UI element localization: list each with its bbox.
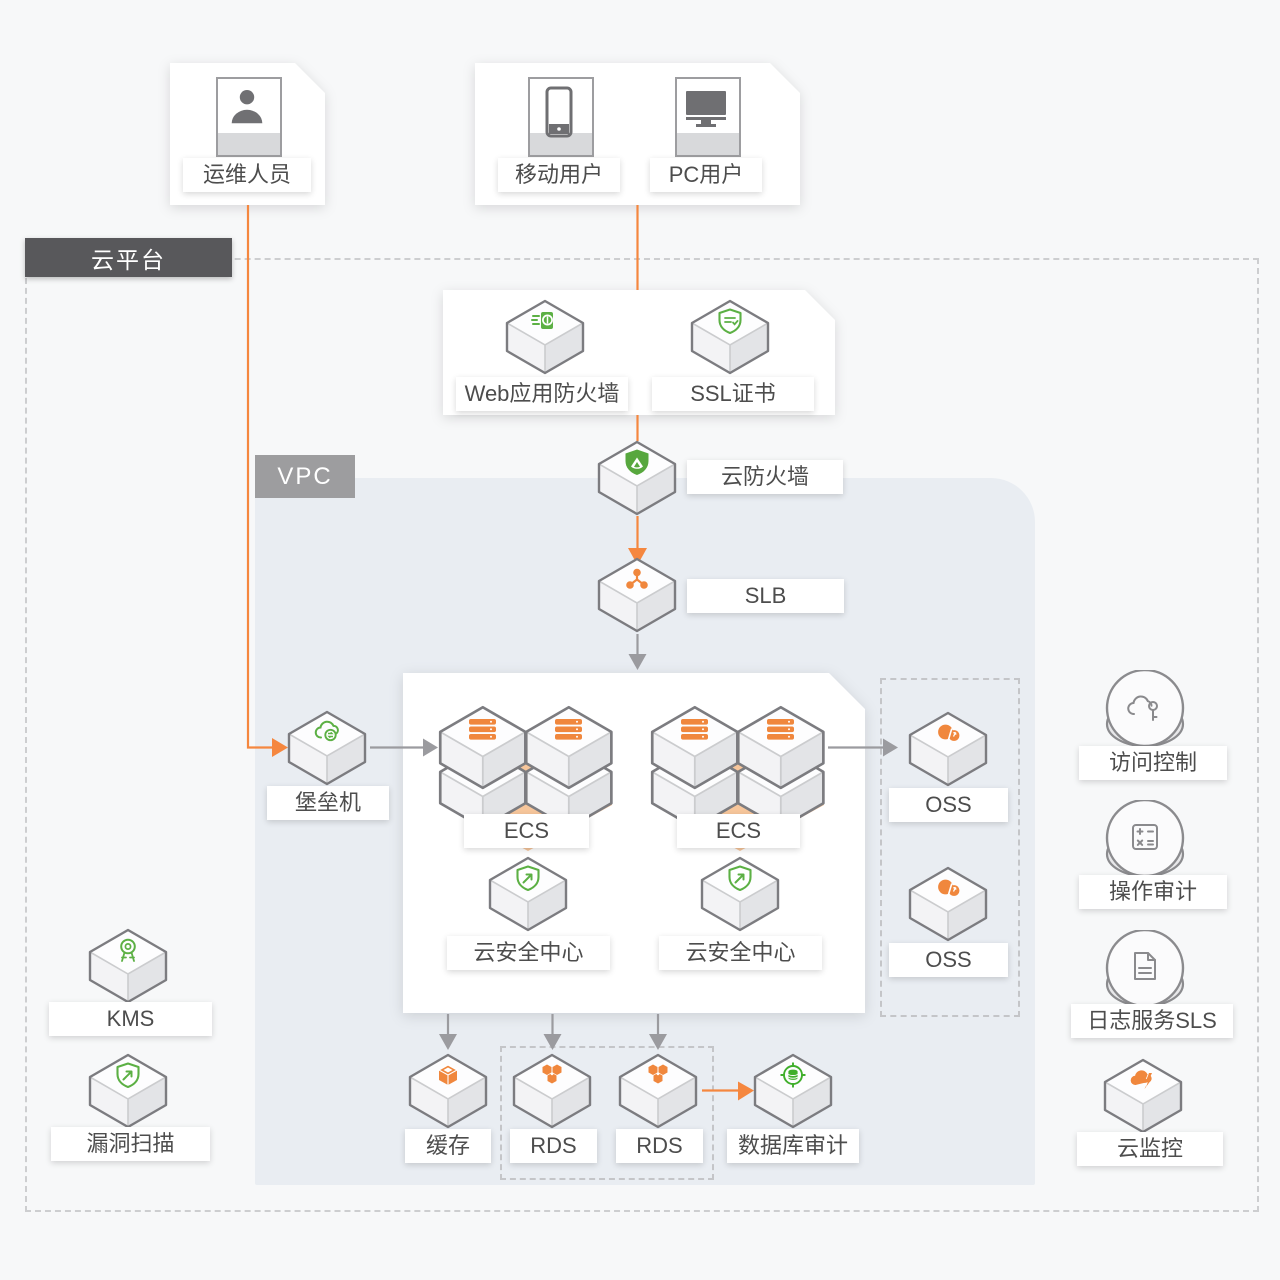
- monitor-icon: [686, 91, 726, 127]
- shield-arrow-icon: [728, 865, 752, 892]
- node-security-center-left: [488, 856, 568, 932]
- label-mobile-user: 移动用户: [498, 158, 620, 192]
- node-bastion: [287, 710, 367, 786]
- node-ram: [1103, 668, 1187, 748]
- person-icon: [231, 90, 263, 124]
- storage-cloud-icon: [937, 878, 961, 897]
- node-sls: [1103, 928, 1187, 1008]
- oss-group-box: [880, 678, 1020, 1017]
- cloud-bolt-icon: [1130, 1070, 1152, 1089]
- node-ssl: [690, 299, 770, 375]
- key-medal-icon: [120, 938, 136, 962]
- label-ecs-left: ECS: [464, 814, 589, 848]
- frame-strip: [218, 133, 280, 155]
- cache-cube-icon: [437, 1064, 459, 1085]
- pc-user-frame: [675, 77, 741, 157]
- frame-strip: [677, 133, 739, 155]
- log-document-icon: [1134, 952, 1156, 980]
- label-db-audit: 数据库审计: [727, 1129, 859, 1163]
- label-cache: 缓存: [405, 1129, 491, 1163]
- node-oss-bottom: [908, 866, 988, 942]
- label-oss-top: OSS: [889, 788, 1008, 822]
- node-actiontrail: [1103, 798, 1187, 878]
- waf-scan-icon: [531, 312, 553, 329]
- label-ops-user: 运维人员: [183, 158, 311, 192]
- label-rds-left: RDS: [510, 1129, 597, 1163]
- cloud-platform-boundary: [25, 258, 1259, 1212]
- server-leds: [702, 720, 790, 738]
- node-cache: [408, 1053, 488, 1129]
- label-pc-user: PC用户: [650, 158, 762, 192]
- label-waf: Web应用防火墙: [456, 377, 628, 411]
- label-ecs-right: ECS: [677, 814, 800, 848]
- ops-user-frame: [216, 77, 282, 157]
- label-rds-right: RDS: [616, 1129, 703, 1163]
- node-security-center-right: [700, 856, 780, 932]
- label-bastion: 堡垒机: [267, 786, 389, 820]
- mobile-user-frame: [528, 77, 594, 157]
- load-balancer-molecule-icon: [626, 568, 648, 589]
- vpc-label: VPC: [255, 455, 355, 498]
- node-kms: [88, 928, 168, 1004]
- node-waf: [505, 299, 585, 375]
- rds-honeycomb-icon: [542, 1064, 562, 1084]
- label-vuln-scan: 漏洞扫描: [51, 1127, 210, 1161]
- label-actiontrail: 操作审计: [1079, 875, 1227, 909]
- audit-pad-icon: [1132, 824, 1158, 850]
- label-security-center-right: 云安全中心: [659, 936, 822, 970]
- cylinder-shape: [1105, 798, 1185, 878]
- node-slb: [597, 557, 677, 633]
- label-sls: 日志服务SLS: [1071, 1004, 1233, 1038]
- node-cloud-monitor: [1103, 1058, 1183, 1134]
- shield-arrow-icon: [516, 865, 540, 892]
- label-cloud-monitor: 云监控: [1077, 1132, 1223, 1166]
- label-oss-bottom: OSS: [889, 943, 1008, 977]
- label-security-center-left: 云安全中心: [447, 936, 610, 970]
- cloud-platform-label: 云平台: [25, 238, 232, 277]
- label-kms: KMS: [49, 1002, 212, 1036]
- cylinder-shape: [1105, 668, 1185, 748]
- node-cloud-firewall: [597, 440, 677, 516]
- smartphone-icon: [545, 86, 573, 138]
- label-slb: SLB: [687, 579, 844, 613]
- label-ssl: SSL证书: [652, 377, 814, 411]
- node-db-audit: [753, 1053, 833, 1129]
- server-stack-icon: [681, 719, 794, 740]
- ssl-shield-icon: [718, 308, 742, 335]
- cylinder-shape: [1105, 928, 1185, 1008]
- node-vuln-scan: [88, 1053, 168, 1129]
- label-cloud-firewall: 云防火墙: [687, 460, 843, 494]
- firewall-shield-icon: [625, 449, 649, 475]
- node-rds-right: [618, 1053, 698, 1129]
- server-stack-icon: [469, 719, 582, 740]
- frame-strip: [530, 133, 592, 155]
- storage-cloud-icon: [937, 723, 961, 742]
- rds-group-box: [500, 1046, 714, 1180]
- label-ram: 访问控制: [1079, 746, 1227, 780]
- node-rds-left: [512, 1053, 592, 1129]
- node-oss-top: [908, 711, 988, 787]
- database-target-icon: [780, 1062, 806, 1088]
- server-leds: [490, 720, 578, 738]
- cloud-key-icon: [1127, 695, 1158, 721]
- shield-arrow-icon: [116, 1062, 140, 1089]
- cloud-gateway-icon: [314, 720, 339, 742]
- rds-honeycomb-icon: [648, 1064, 668, 1084]
